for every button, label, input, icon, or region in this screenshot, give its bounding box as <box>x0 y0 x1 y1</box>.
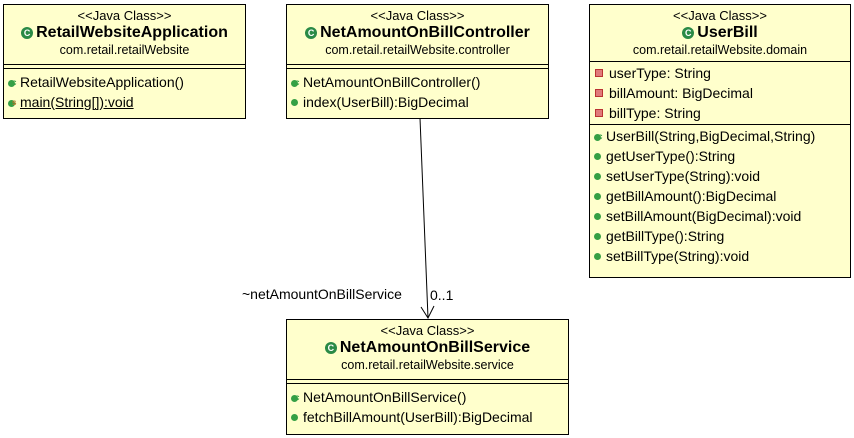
class-name-text: NetAmountOnBillService <box>339 339 531 356</box>
class-retail-website-application[interactable]: <<Java Class>> C RetailWebsiteApplicatio… <box>3 4 246 119</box>
static-method-icon: s <box>8 98 17 107</box>
compartment-divider <box>4 68 245 69</box>
constructor-icon: c <box>291 393 300 402</box>
stereotype-label: <<Java Class>> <box>370 8 465 23</box>
method-compartment: c NetAmountOnBillController() index(User… <box>287 69 548 114</box>
method-item: c UserBill(String,BigDecimal,String) <box>594 126 850 146</box>
method-item: getUserType():String <box>594 146 850 166</box>
method-text: getBillType():String <box>606 228 725 244</box>
association-arrowhead <box>420 305 435 320</box>
field-item: userType: String <box>594 63 850 83</box>
method-item: c NetAmountOnBillService() <box>291 387 568 407</box>
field-text: billType: String <box>609 105 701 121</box>
class-user-bill[interactable]: <<Java Class>> C UserBill com.retail.ret… <box>589 4 851 278</box>
method-text: RetailWebsiteApplication() <box>20 74 184 90</box>
method-item: setBillAmount(BigDecimal):void <box>594 206 850 226</box>
field-item: billType: String <box>594 103 850 123</box>
public-method-icon <box>594 192 601 200</box>
method-text: main(String[]):void <box>20 94 134 110</box>
public-method-icon <box>594 212 601 220</box>
method-text: getBillAmount():BigDecimal <box>606 188 777 204</box>
class-icon: C <box>21 27 34 39</box>
method-compartment: c UserBill(String,BigDecimal,String) get… <box>590 125 850 268</box>
private-field-icon <box>595 109 603 117</box>
method-compartment: c RetailWebsiteApplication() s main(Stri… <box>4 69 245 114</box>
class-name: C NetAmountOnBillService <box>287 338 568 358</box>
method-text: NetAmountOnBillController() <box>303 74 481 90</box>
package-label: com.retail.retailWebsite <box>59 43 190 57</box>
compartment-divider <box>590 124 850 125</box>
public-method-icon <box>594 252 601 260</box>
method-text: setUserType(String):void <box>606 168 761 184</box>
field-compartment <box>287 64 548 68</box>
method-item: setBillType(String):void <box>594 246 850 266</box>
class-icon: C <box>682 27 695 39</box>
class-name: C NetAmountOnBillController <box>287 23 548 43</box>
field-compartment <box>287 379 568 383</box>
method-text: NetAmountOnBillService() <box>303 389 467 405</box>
stereotype-label: <<Java Class>> <box>77 8 172 23</box>
package-label: com.retail.retailWebsite.controller <box>325 43 510 57</box>
class-name: C UserBill <box>590 23 850 43</box>
field-compartment <box>4 64 245 68</box>
method-item: getBillType():String <box>594 226 850 246</box>
field-text: billAmount: BigDecimal <box>609 85 753 101</box>
method-text: getUserType():String <box>606 148 736 164</box>
class-header: <<Java Class>> C RetailWebsiteApplicatio… <box>4 5 245 61</box>
private-field-icon <box>595 69 603 77</box>
constructor-icon: c <box>594 132 603 141</box>
public-method-icon <box>594 152 601 160</box>
package-label: com.retail.retailWebsite.service <box>341 358 514 372</box>
method-text: index(UserBill):BigDecimal <box>303 94 469 110</box>
class-net-amount-on-bill-service[interactable]: <<Java Class>> C NetAmountOnBillService … <box>286 319 569 435</box>
class-header: <<Java Class>> C NetAmountOnBillService … <box>287 320 568 376</box>
method-text: setBillType(String):void <box>606 248 750 264</box>
compartment-divider <box>590 61 850 62</box>
class-name: C RetailWebsiteApplication <box>4 23 245 43</box>
field-compartment: userType: String billAmount: BigDecimal … <box>590 62 850 124</box>
stereotype-label: <<Java Class>> <box>380 323 475 338</box>
association-line <box>419 117 429 319</box>
method-text: setBillAmount(BigDecimal):void <box>606 208 802 224</box>
public-method-icon <box>594 232 601 240</box>
class-name-text: NetAmountOnBillController <box>320 24 530 41</box>
method-item: s main(String[]):void <box>8 92 245 112</box>
field-item: billAmount: BigDecimal <box>594 83 850 103</box>
class-name-text: RetailWebsiteApplication <box>36 24 228 41</box>
association-role-label: ~netAmountOnBillService <box>242 286 402 302</box>
constructor-icon: c <box>291 78 300 87</box>
stereotype-label: <<Java Class>> <box>673 8 767 23</box>
public-method-icon <box>291 98 298 106</box>
compartment-divider <box>287 383 568 384</box>
association-multiplicity-label: 0..1 <box>430 287 454 303</box>
method-text: UserBill(String,BigDecimal,String) <box>606 128 816 144</box>
package-label: com.retail.retailWebsite.domain <box>632 43 808 57</box>
class-net-amount-on-bill-controller[interactable]: <<Java Class>> C NetAmountOnBillControll… <box>286 4 549 119</box>
class-header: <<Java Class>> C UserBill com.retail.ret… <box>590 5 850 61</box>
class-icon: C <box>324 342 337 354</box>
method-item: c RetailWebsiteApplication() <box>8 72 245 92</box>
method-item: c NetAmountOnBillController() <box>291 72 548 92</box>
constructor-icon: c <box>8 78 17 87</box>
field-text: userType: String <box>609 65 711 81</box>
class-header: <<Java Class>> C NetAmountOnBillControll… <box>287 5 548 61</box>
method-text: fetchBillAmount(UserBill):BigDecimal <box>303 409 533 425</box>
compartment-divider <box>287 68 548 69</box>
public-method-icon <box>291 413 298 421</box>
method-item: fetchBillAmount(UserBill):BigDecimal <box>291 407 568 427</box>
method-compartment: c NetAmountOnBillService() fetchBillAmou… <box>287 384 568 429</box>
class-name-text: UserBill <box>697 24 758 41</box>
public-method-icon <box>594 172 601 180</box>
class-icon: C <box>305 27 318 39</box>
method-item: setUserType(String):void <box>594 166 850 186</box>
method-item: getBillAmount():BigDecimal <box>594 186 850 206</box>
method-item: index(UserBill):BigDecimal <box>291 92 548 112</box>
private-field-icon <box>595 89 603 97</box>
